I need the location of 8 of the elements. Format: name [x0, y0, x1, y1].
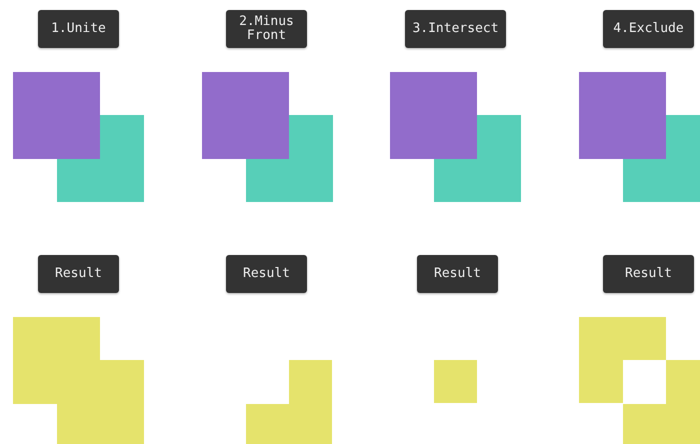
- label-tag: Result: [603, 255, 694, 293]
- label-tag: Result: [417, 255, 498, 293]
- label-tag: 2.Minus Front: [226, 10, 307, 48]
- label-tag: 1.Unite: [38, 10, 119, 48]
- label-tag: Result: [38, 255, 119, 293]
- label-tag: Result: [226, 255, 307, 293]
- label-tag: 4.Exclude: [603, 10, 694, 48]
- label-tag: 3.Intersect: [405, 10, 506, 48]
